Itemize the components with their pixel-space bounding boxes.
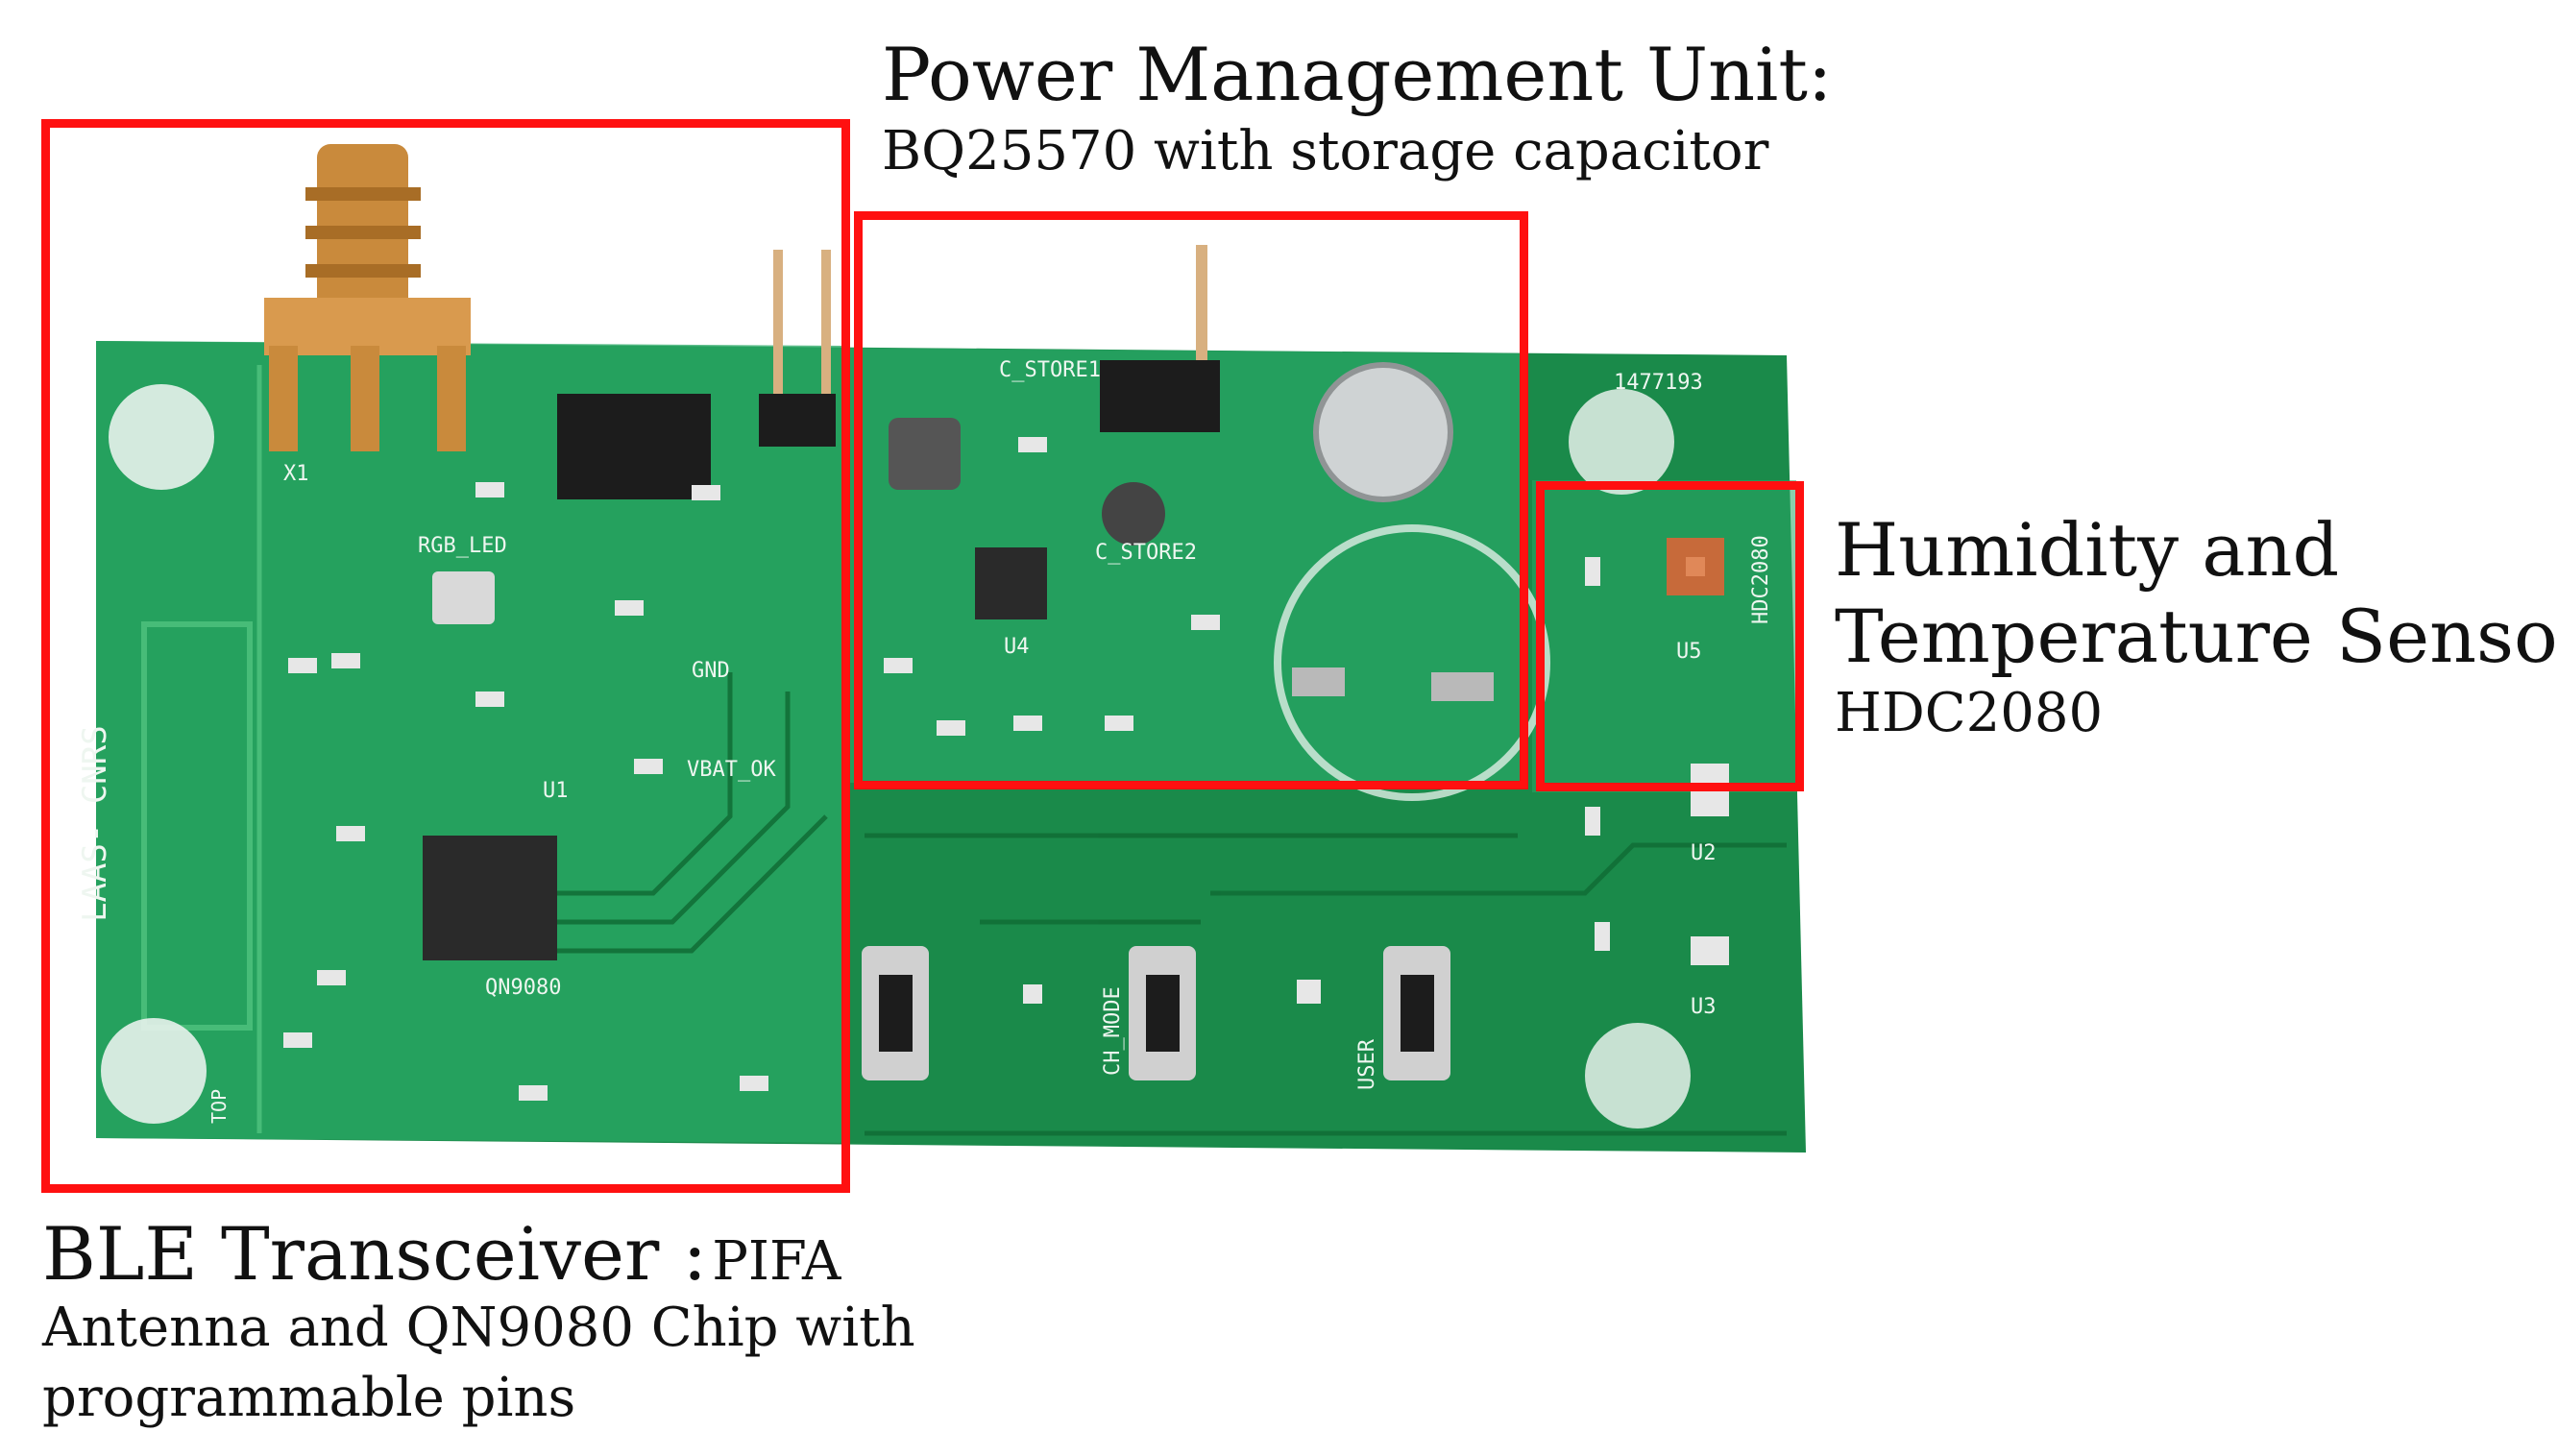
mount-hole bbox=[1569, 389, 1674, 495]
svg-text:U3: U3 bbox=[1691, 995, 1717, 1019]
svg-text:TOP: TOP bbox=[207, 1089, 231, 1124]
jumper-block bbox=[557, 394, 711, 499]
svg-text:QN9080: QN9080 bbox=[485, 976, 561, 1000]
ble-title: BLE Transceiver : bbox=[42, 1211, 708, 1297]
store-block bbox=[1100, 360, 1220, 432]
mount-hole bbox=[109, 384, 214, 490]
svg-text:C_STORE2: C_STORE2 bbox=[1095, 541, 1197, 565]
jumper-block bbox=[759, 394, 836, 447]
sensor-frame bbox=[1536, 481, 1804, 791]
qn9080-chip bbox=[423, 836, 557, 960]
ble-frame bbox=[41, 119, 850, 1193]
svg-text:USER: USER bbox=[1355, 1038, 1379, 1090]
svg-text:VBAT_OK: VBAT_OK bbox=[687, 758, 776, 782]
bq25570-chip bbox=[975, 547, 1047, 619]
svg-text:RGB_LED: RGB_LED bbox=[418, 534, 507, 558]
svg-text:1477193: 1477193 bbox=[1614, 371, 1703, 395]
pmu-title: Power Management Unit: bbox=[882, 32, 1833, 117]
svg-text:LAAS- CNRS: LAAS- CNRS bbox=[76, 725, 114, 922]
svg-text:U4: U4 bbox=[1004, 635, 1030, 659]
pmu-frame bbox=[854, 211, 1528, 789]
svg-text:C_STORE1: C_STORE1 bbox=[999, 358, 1101, 382]
svg-text:GND: GND bbox=[692, 659, 730, 683]
svg-text:HDC2080: HDC2080 bbox=[1749, 535, 1773, 624]
pcb-light-left bbox=[96, 341, 845, 1143]
mount-hole bbox=[101, 1018, 207, 1124]
storage-capacitor bbox=[1313, 362, 1453, 502]
svg-text:U2: U2 bbox=[1691, 841, 1717, 865]
pmu-subtitle: BQ25570 with storage capacitor bbox=[882, 120, 1769, 182]
svg-text:U1: U1 bbox=[543, 779, 569, 803]
svg-text:U5: U5 bbox=[1676, 640, 1702, 664]
mount-hole bbox=[1585, 1023, 1691, 1128]
antenna-area bbox=[141, 621, 253, 1031]
sensor-title-line1: Humidity and bbox=[1835, 507, 2340, 593]
sensor-subtitle: HDC2080 bbox=[1835, 682, 2104, 744]
ble-line2: Antenna and QN9080 Chip with bbox=[42, 1297, 915, 1359]
ble-title-line: BLE Transceiver : PIFA bbox=[42, 1218, 840, 1291]
ble-title-tail: PIFA bbox=[712, 1230, 841, 1293]
ble-line3: programmable pins bbox=[42, 1367, 576, 1429]
svg-text:X1: X1 bbox=[283, 462, 309, 486]
svg-text:CH_MODE: CH_MODE bbox=[1101, 986, 1125, 1076]
sensor-title-line2: Temperature Sensors: bbox=[1835, 594, 2558, 679]
